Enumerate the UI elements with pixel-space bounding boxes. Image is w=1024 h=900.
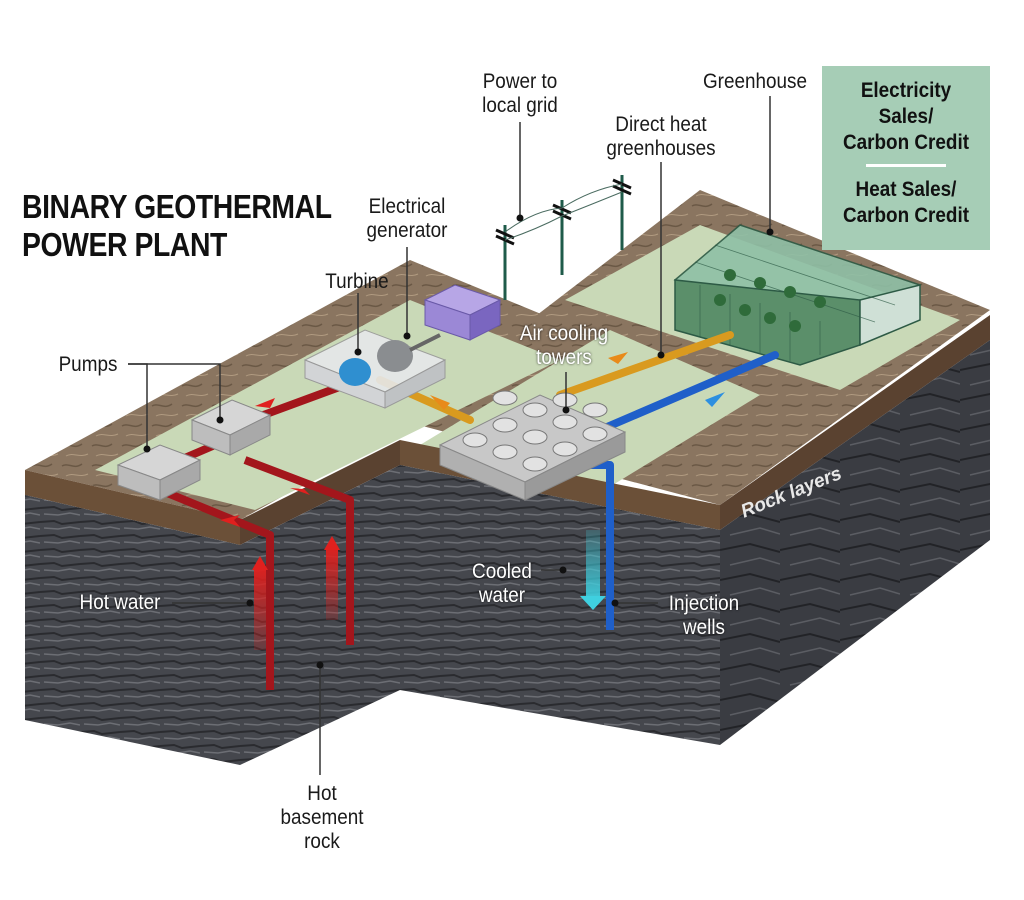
heat-sales-line-1: Heat Sales/ [855,178,957,201]
label-line: Hot [307,782,337,805]
arrow-icon [580,596,606,610]
leader-dots [143,214,774,669]
label-line: local grid [482,94,558,117]
label-injection-wells: Injection wells [661,592,747,640]
heat-sales-line-2: Carbon Credit [842,204,969,227]
divider [866,164,946,167]
label-air-cooling-towers: Air cooling towers [506,322,621,370]
title-line-1: BINARY GEOTHERMAL [22,188,332,225]
label-hot-basement-rock: Hot basement rock [277,782,367,854]
label-cooled-water: Cooled water [466,560,538,608]
rock-face-left-side [240,465,400,765]
arrow-icon [220,398,340,570]
pump [190,399,272,456]
label-direct-heat: Direct heat greenhouses [601,113,722,161]
fan-icon [462,390,608,472]
leader-lines [128,96,771,775]
cooled-water-flow [586,530,600,600]
power-pole-icon [495,175,632,300]
label-line: rock [304,830,340,853]
grass-pad-left [95,300,560,510]
label-line: greenhouses [606,137,716,160]
label-line: Cooled [472,560,532,583]
label-line: Air cooling [519,322,609,345]
soil-front-left [25,470,240,545]
electricity-sales-line-2: Sales/ [878,105,934,128]
hot-water-flow [254,570,266,650]
label-turbine: Turbine [325,270,389,293]
label-pumps: Pumps [58,353,118,376]
turbine [339,358,371,386]
arrow-icon [608,352,628,364]
label-line: Power to [482,70,558,93]
label-greenhouse: Greenhouse [702,70,808,93]
diagram-title: BINARY GEOTHERMAL POWER PLANT [22,188,332,264]
label-line: basement [280,806,364,829]
soil-side-right [720,315,990,530]
air-cooling-towers [438,390,627,501]
electrical-generator [377,340,413,372]
arrow-icon [430,395,450,410]
rock-face-right-side [720,340,990,745]
rock-face-left-front [25,495,240,765]
label-line: wells [682,616,726,639]
electricity-sales-line-1: Electricity [860,79,952,102]
hot-water-flow [326,550,338,620]
title-line-2: POWER PLANT [22,226,227,263]
rock-face-right-front [400,465,720,745]
substation-building [423,284,502,341]
label-line: Direct heat [615,113,707,136]
greenhouse [673,224,922,366]
label-line: generator [366,219,448,242]
arrow-icon [705,392,725,407]
label-electrical-generator: Electrical generator [358,195,457,243]
label-line: towers [536,346,592,369]
pump [116,444,202,501]
turbine-generator-building [303,329,447,409]
label-line: Electrical [368,195,446,218]
sales-credit-box: Electricity Sales/ Carbon Credit Heat Sa… [822,66,990,250]
label-power-to-grid: Power to local grid [468,70,572,118]
label-line: water [478,584,526,607]
label-hot-water: Hot water [79,591,161,614]
label-line: Injection [668,592,740,615]
electricity-sales-line-3: Carbon Credit [842,131,969,154]
